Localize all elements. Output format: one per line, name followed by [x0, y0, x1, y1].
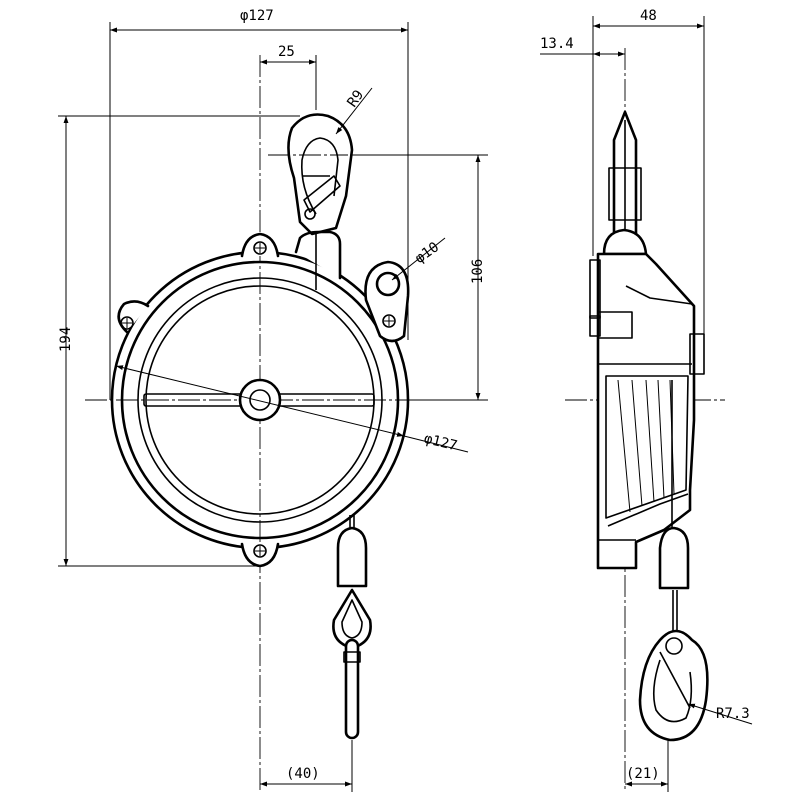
- dim-front-width: φ127: [240, 8, 274, 24]
- front-dimensions: φ127 25 R9 φ10 106 194 φ127 (40): [58, 8, 488, 792]
- dim-eye-height: 106: [470, 259, 486, 284]
- dim-drum-diameter: φ127: [422, 431, 459, 455]
- dim-cable-offset: (40): [286, 766, 320, 782]
- front-centerlines: [85, 55, 485, 792]
- dim-snap-hook-radius: R7.3: [716, 706, 750, 722]
- top-hook: [287, 113, 354, 236]
- front-view: φ127 25 R9 φ10 106 194 φ127 (40): [58, 8, 488, 792]
- dim-hook-offset: 25: [278, 44, 295, 60]
- dim-hook-radius: R9: [344, 87, 367, 110]
- dim-side-cable-offset: (21): [626, 766, 660, 782]
- side-view: 48 13.4 R7.3 (21): [540, 8, 753, 792]
- side-dimensions: 48 13.4 R7.3 (21): [540, 8, 753, 792]
- dim-side-hook-offset: 13.4: [540, 36, 574, 52]
- side-body: [589, 110, 705, 570]
- dim-overall-height: 194: [58, 327, 74, 352]
- side-cable-assembly: [638, 380, 709, 742]
- dim-side-width: 48: [640, 8, 657, 24]
- cable-assembly: [332, 515, 372, 740]
